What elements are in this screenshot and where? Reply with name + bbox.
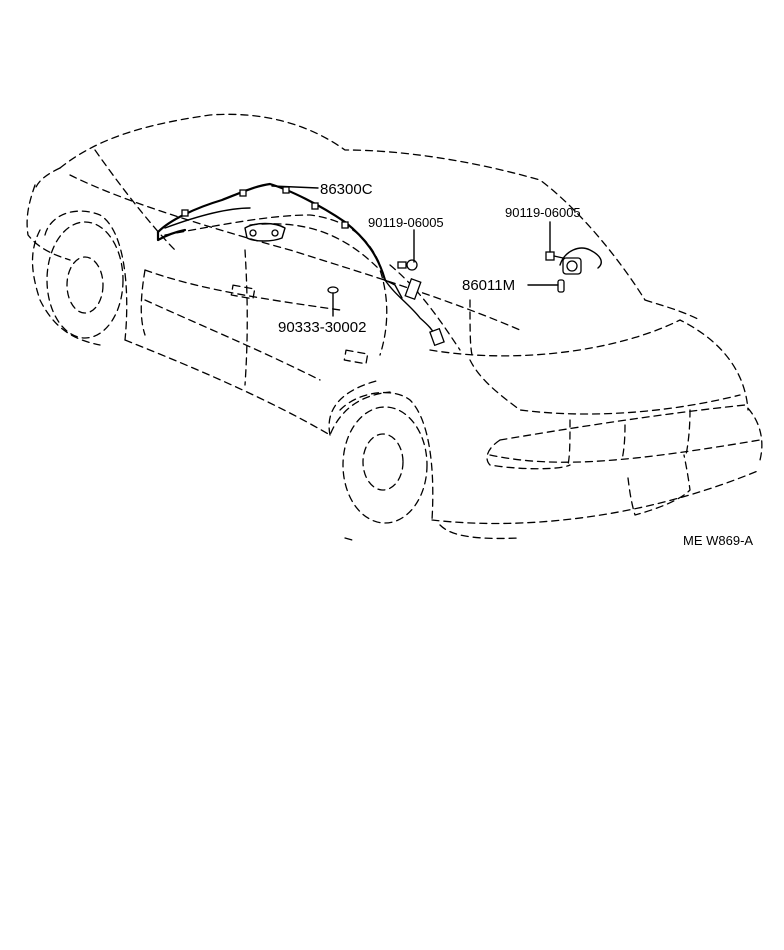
label-screw-left: 90119-06005 (368, 215, 444, 230)
label-antenna-cord: 86300C (320, 181, 373, 198)
leader-lines (271, 185, 559, 317)
label-clip: 90333-30002 (278, 319, 366, 336)
car-outline (26, 113, 763, 541)
label-antenna-amp: 86011M (462, 277, 515, 294)
antenna-cord-harness (156, 182, 602, 347)
label-screw-right: 90119-06005 (505, 205, 581, 220)
drawing-code: ME W869-A (683, 533, 753, 548)
